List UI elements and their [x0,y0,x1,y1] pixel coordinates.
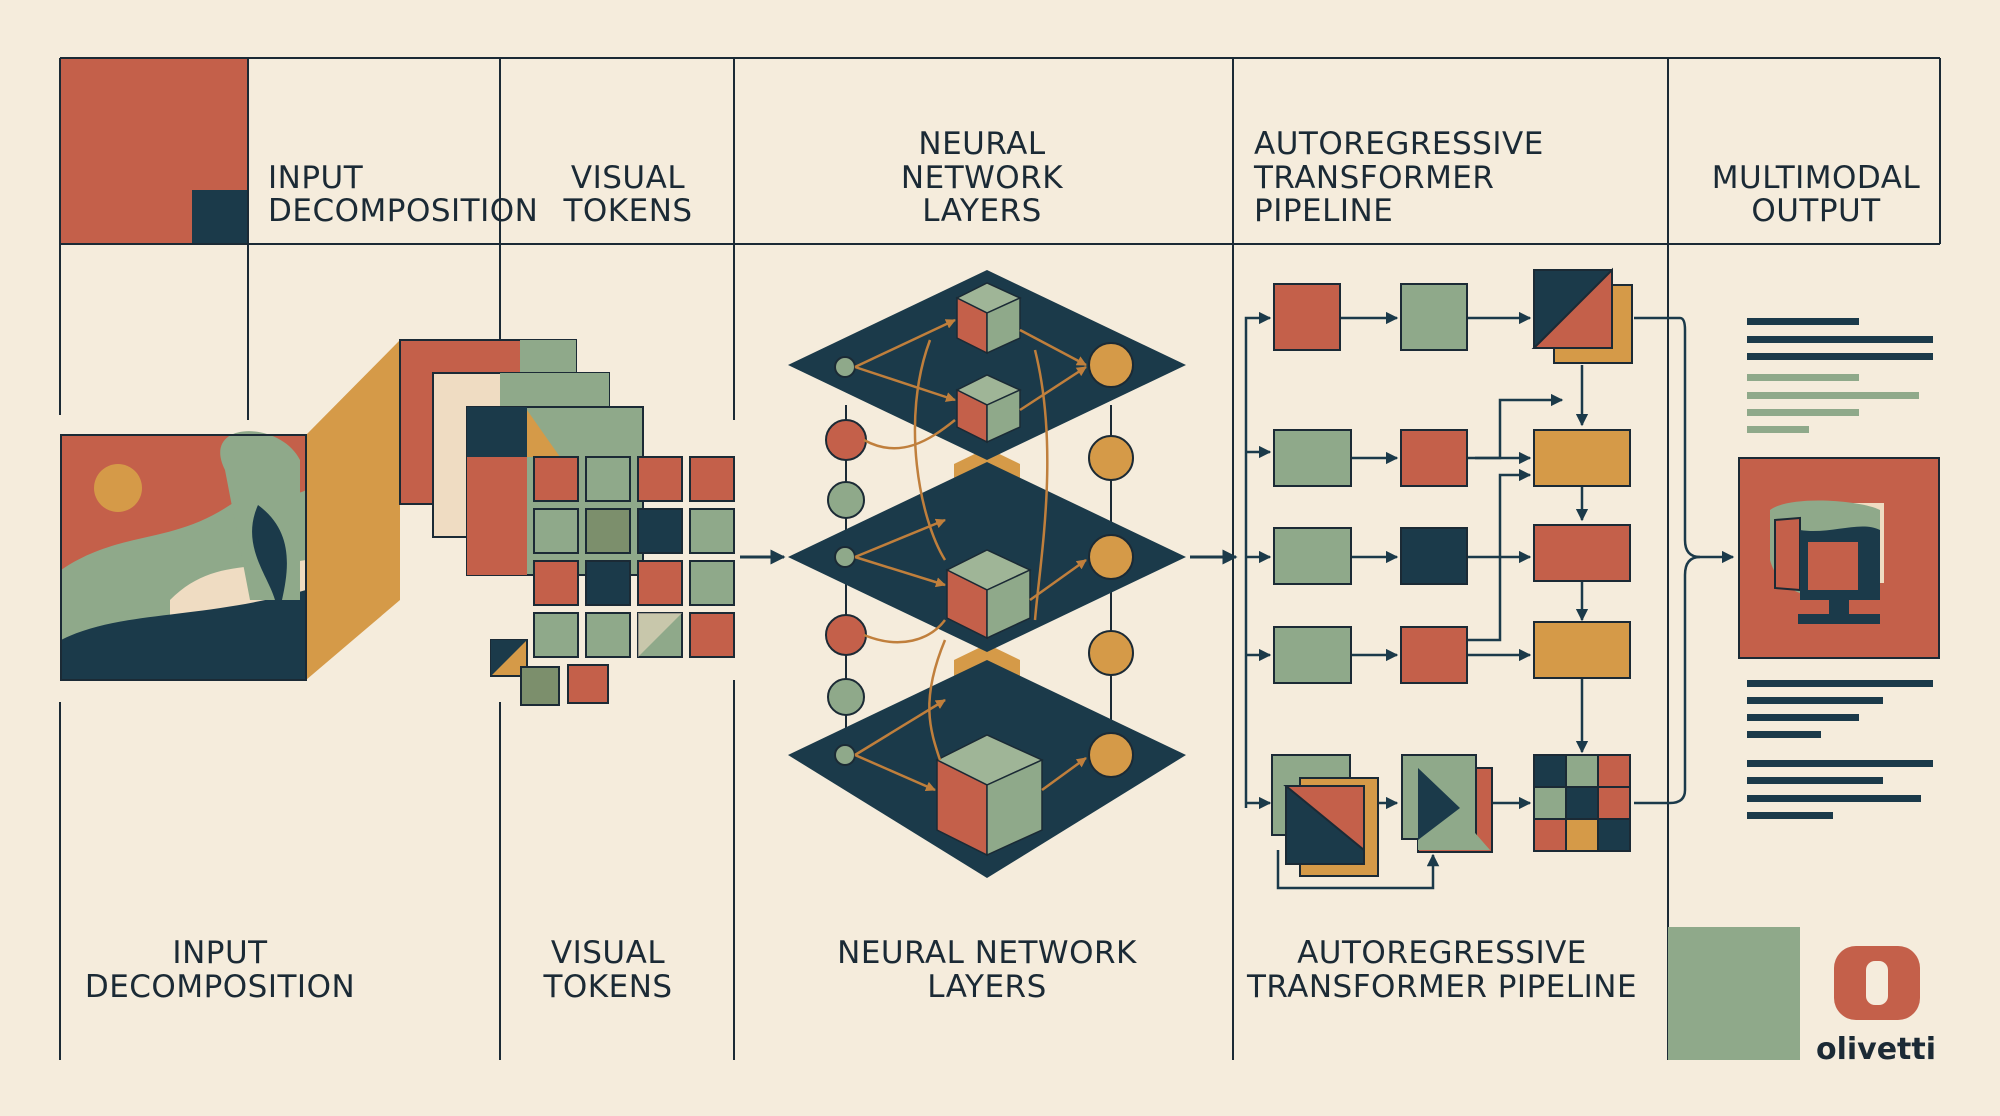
footer-neural-network-line1: NEURAL NETWORK [837,935,1137,971]
header-input-decomposition-line1: INPUT [268,160,364,196]
output-image [1738,457,1940,659]
pipeline-blocks [1271,267,1633,877]
footer-autoregressive-line2: TRANSFORMER PIPELINE [1246,969,1637,1005]
footer-labels: INPUT DECOMPOSITION VISUAL TOKENS NEURAL… [85,935,1637,1005]
token-grid [490,456,735,706]
footer-input-decomposition-line1: INPUT [172,935,268,971]
header-neural-network-line3: LAYERS [922,193,1042,229]
footer-visual-tokens-line1: VISUAL [551,935,665,971]
output-text-lines-bottom [1747,680,1933,819]
corner-block [61,59,247,243]
header-multimodal-line2: OUTPUT [1751,193,1881,229]
network-layers [788,270,1186,878]
header-autoregressive-line2: TRANSFORMER [1253,160,1494,196]
token-fragment [491,640,527,676]
header-input-decomposition-line2: DECOMPOSITION [268,193,538,229]
output-text-lines-top [1747,318,1933,433]
grid-lines [59,57,1941,1060]
token-fragment [638,613,682,657]
header-autoregressive-line1: AUTOREGRESSIVE [1254,126,1544,162]
header-multimodal-line1: MULTIMODAL [1712,160,1921,196]
olivetti-logo-text: olivetti [1816,1032,1936,1067]
header-visual-tokens-line1: VISUAL [571,160,685,196]
footer-input-decomposition-line2: DECOMPOSITION [85,969,355,1005]
header-neural-network-line2: NETWORK [901,160,1063,196]
footer-neural-network-line2: LAYERS [927,969,1047,1005]
footer-autoregressive-line1: AUTOREGRESSIVE [1297,935,1587,971]
output-token-grid [1533,754,1631,852]
brand-color-block [1668,927,1800,1060]
header-visual-tokens-line2: TOKENS [562,193,692,229]
input-image [60,340,400,681]
header-autoregressive-line3: PIPELINE [1254,193,1393,229]
olivetti-o-icon [1834,946,1920,1020]
olivetti-logo: olivetti [1816,946,1936,1067]
header-labels: INPUT DECOMPOSITION VISUAL TOKENS NEURAL… [268,126,1920,229]
header-neural-network-line1: NEURAL [918,126,1045,162]
footer-visual-tokens-line2: TOKENS [542,969,672,1005]
